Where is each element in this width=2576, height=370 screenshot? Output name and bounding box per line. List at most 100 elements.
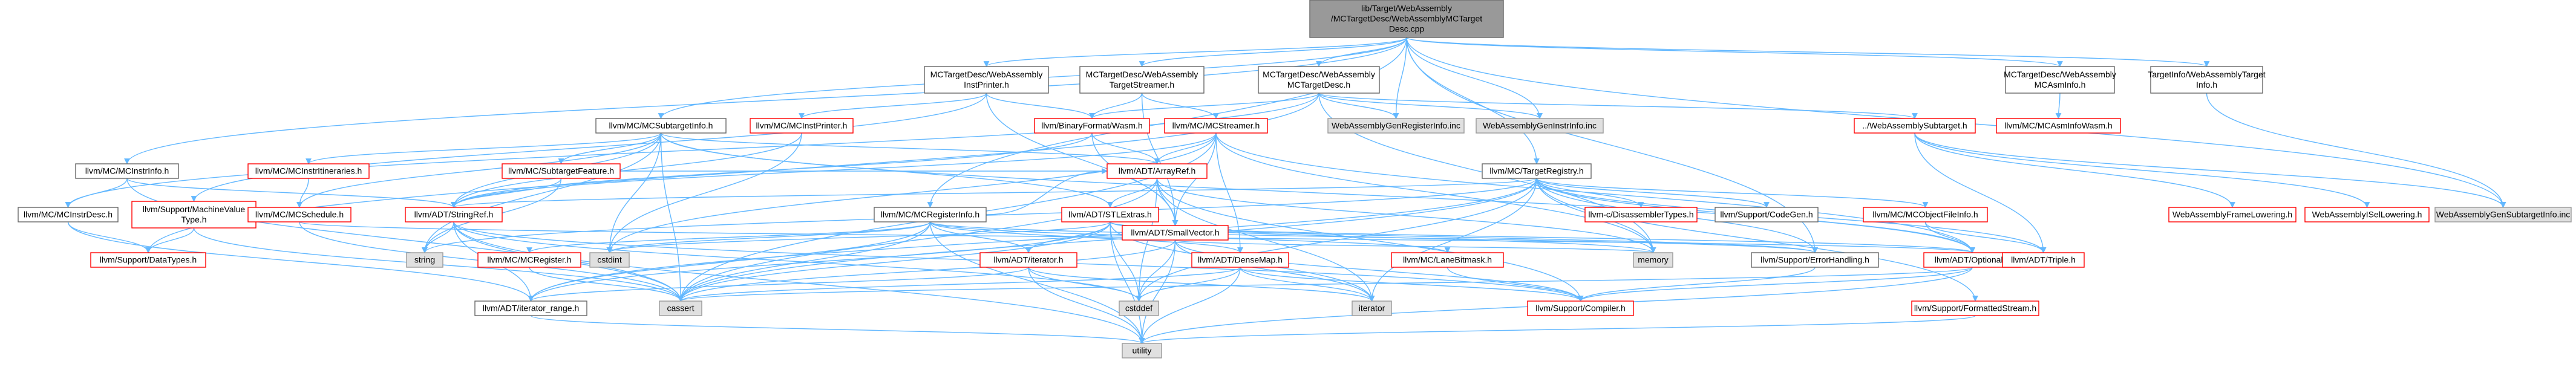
node-label-iterator: iterator	[1359, 303, 1385, 313]
node-label-utility: utility	[1133, 346, 1152, 355]
node-box-binaryformat	[1034, 118, 1150, 134]
node-triple[interactable]: llvm/ADT/Triple.h	[2002, 252, 2085, 268]
edge-iteratorh-to-iterator	[1028, 267, 1375, 302]
edge-wasmsubtarget-to-framelowering	[1914, 132, 2235, 208]
node-label-genreginfo: WebAssemblyGenRegisterInfo.inc	[1332, 121, 1460, 131]
node-stringref[interactable]: llvm/ADT/StringRef.h	[405, 207, 503, 222]
edge-mctargetdesc-to-wasmsubtarget	[1318, 92, 1918, 119]
node-mcschedule[interactable]: llvm/MC/MCSchedule.h	[247, 207, 351, 222]
node-mcregisterinfo[interactable]: llvm/MC/MCRegisterInfo.h	[874, 207, 987, 222]
node-densemap[interactable]: llvm/ADT/DenseMap.h	[1191, 252, 1289, 268]
edge-densemap-to-compiler	[1240, 267, 1584, 302]
node-mcasminfowasm[interactable]: llvm/MC/MCAsmInfoWasm.h	[1996, 118, 2121, 134]
edges-layer	[65, 37, 2506, 344]
node-wasmsubtarget[interactable]: ../WebAssemblySubtarget.h	[1854, 118, 1976, 134]
edge-mcsubtargetinfo-to-cstdint	[606, 132, 662, 253]
node-cassert[interactable]: cassert	[659, 300, 702, 316]
edge-mcstreamer-to-cstdint	[606, 132, 1217, 253]
node-label-mcobjfileinfo: llvm/MC/MCObjectFileInfo.h	[1872, 210, 1978, 219]
node-compiler[interactable]: llvm/Support/Compiler.h	[1527, 300, 1634, 316]
node-mcsubtargetinfo[interactable]: llvm/MC/MCSubtargetInfo.h	[595, 118, 727, 134]
node-label-instprinter: MCTargetDesc/WebAssembly	[930, 70, 1043, 79]
edge-mcsubtargetinfo-to-string	[422, 132, 662, 253]
node-mcobjfileinfo[interactable]: llvm/MC/MCObjectFileInfo.h	[1863, 207, 1988, 222]
node-errorhandling[interactable]: llvm/Support/ErrorHandling.h	[1751, 252, 1879, 268]
node-codegen[interactable]: llvm/Support/CodeGen.h	[1715, 207, 1819, 222]
node-iteratorrange[interactable]: llvm/ADT/iterator_range.h	[474, 300, 587, 316]
node-label-densemap: llvm/ADT/DenseMap.h	[1198, 255, 1283, 265]
node-memory[interactable]: memory	[1633, 252, 1673, 268]
node-label-mctargetdesc: MCTargetDesc.h	[1287, 80, 1350, 89]
edge-mcinstrinfo-to-cassert	[126, 178, 684, 302]
edge-iteratorh-to-iteratorrange	[528, 267, 1029, 302]
edge-formattedstream-to-utility	[1139, 315, 1976, 344]
node-utility[interactable]: utility	[1122, 343, 1162, 359]
node-genreginfo[interactable]: WebAssemblyGenRegisterInfo.inc	[1327, 118, 1465, 134]
node-geninstrinfo[interactable]: WebAssemblyGenInstrInfo.inc	[1476, 118, 1604, 134]
node-box-lanebitmask	[1391, 252, 1504, 268]
node-label-cstdint: cstdint	[597, 255, 622, 265]
node-label-formattedstream: llvm/Support/FormattedStream.h	[1914, 303, 2036, 313]
nodes-layer: lib/Target/WebAssembly/MCTargetDesc/WebA…	[18, 0, 2572, 359]
node-mcinstritin[interactable]: llvm/MC/MCInstrItineraries.h	[247, 163, 370, 179]
edge-targetstreamer-to-mcstreamer	[1141, 92, 1219, 119]
node-smallvector[interactable]: llvm/ADT/SmallVector.h	[1122, 225, 1229, 241]
node-string[interactable]: string	[406, 252, 443, 268]
node-mcstreamer[interactable]: llvm/MC/MCStreamer.h	[1164, 118, 1268, 134]
node-framelowering[interactable]: WebAssemblyFrameLowering.h	[2168, 207, 2296, 222]
node-label-mcinstprinter: llvm/MC/MCInstPrinter.h	[756, 121, 848, 131]
edge-mcregisterinfo-to-iteratorrange	[528, 221, 931, 302]
node-gensubtargetinfo[interactable]: WebAssemblyGenSubtargetInfo.inc	[2434, 207, 2572, 222]
edge-mctargetdesc-to-genreginfo	[1318, 92, 1399, 119]
node-box-instprinter	[924, 66, 1049, 94]
node-iteratorh[interactable]: llvm/ADT/iterator.h	[979, 252, 1077, 268]
edge-smallvector-to-utility	[1139, 239, 1176, 344]
node-mcregister[interactable]: llvm/MC/MCRegister.h	[477, 252, 581, 268]
edge-mcsubtargetfeature-to-stringref	[451, 178, 562, 208]
node-mcdisasm[interactable]: llvm-c/DisassemblerTypes.h	[1584, 207, 1698, 222]
node-formattedstream[interactable]: llvm/Support/FormattedStream.h	[1911, 300, 2039, 316]
edge-root-to-targetinfo	[1406, 37, 2209, 67]
node-binaryformat[interactable]: llvm/BinaryFormat/Wasm.h	[1034, 118, 1150, 134]
node-box-isellowering	[2304, 207, 2430, 222]
node-box-targetinfo	[2150, 66, 2263, 94]
edge-wasmsubtarget-to-gensubtargetinfo	[1914, 132, 2506, 208]
edge-mcinstprinter-to-cstdint	[606, 132, 802, 253]
edge-mcregisterinfo-to-cstdint	[606, 221, 931, 253]
node-label-datatypes: llvm/Support/DataTypes.h	[100, 255, 197, 265]
edge-binaryformat-to-stringref	[451, 132, 1093, 208]
node-label-mvt: Type.h	[181, 215, 206, 224]
node-lanebitmask[interactable]: llvm/MC/LaneBitmask.h	[1391, 252, 1504, 268]
edge-mctargetregistry-to-mcobjfileinfo	[1536, 178, 1929, 208]
node-isellowering[interactable]: WebAssemblyISelLowering.h	[2304, 207, 2430, 222]
edge-densemap-to-iterator	[1240, 267, 1375, 302]
node-cstddef[interactable]: cstddef	[1119, 300, 1159, 316]
node-mcsubtargetfeature[interactable]: llvm/MC/SubtargetFeature.h	[502, 163, 621, 179]
edge-iteratorh-to-cstddef	[1028, 267, 1142, 302]
node-label-mcinstritin: llvm/MC/MCInstrItineraries.h	[255, 166, 362, 176]
node-box-mvt	[131, 201, 257, 229]
node-box-triple	[2002, 252, 2085, 268]
node-label-mcdisasm: llvm-c/DisassemblerTypes.h	[1588, 210, 1693, 219]
node-iterator[interactable]: iterator	[1352, 300, 1392, 316]
edge-arrayref-to-stlextras	[1107, 178, 1158, 208]
edge-stlextras-to-cstddef	[1110, 221, 1142, 302]
node-stlextras[interactable]: llvm/ADT/STLExtras.h	[1061, 207, 1159, 222]
edge-lanebitmask-to-compiler	[1447, 267, 1584, 302]
node-mctargetregistry[interactable]: llvm/MC/TargetRegistry.h	[1482, 163, 1592, 179]
node-label-mcschedule: llvm/MC/MCSchedule.h	[255, 210, 344, 219]
node-arrayref[interactable]: llvm/ADT/ArrayRef.h	[1107, 163, 1208, 179]
node-cstdint[interactable]: cstdint	[589, 252, 630, 268]
node-datatypes[interactable]: llvm/Support/DataTypes.h	[90, 252, 206, 268]
node-mcinstrinfo[interactable]: llvm/MC/MCInstrInfo.h	[75, 163, 179, 179]
node-mcinstrdesc[interactable]: llvm/MC/MCInstrDesc.h	[18, 207, 119, 222]
node-label-stlextras: llvm/ADT/STLExtras.h	[1068, 210, 1152, 219]
node-mcinstprinter[interactable]: llvm/MC/MCInstPrinter.h	[750, 118, 854, 134]
node-root[interactable]: lib/Target/WebAssembly/MCTargetDesc/WebA…	[1309, 0, 1504, 38]
